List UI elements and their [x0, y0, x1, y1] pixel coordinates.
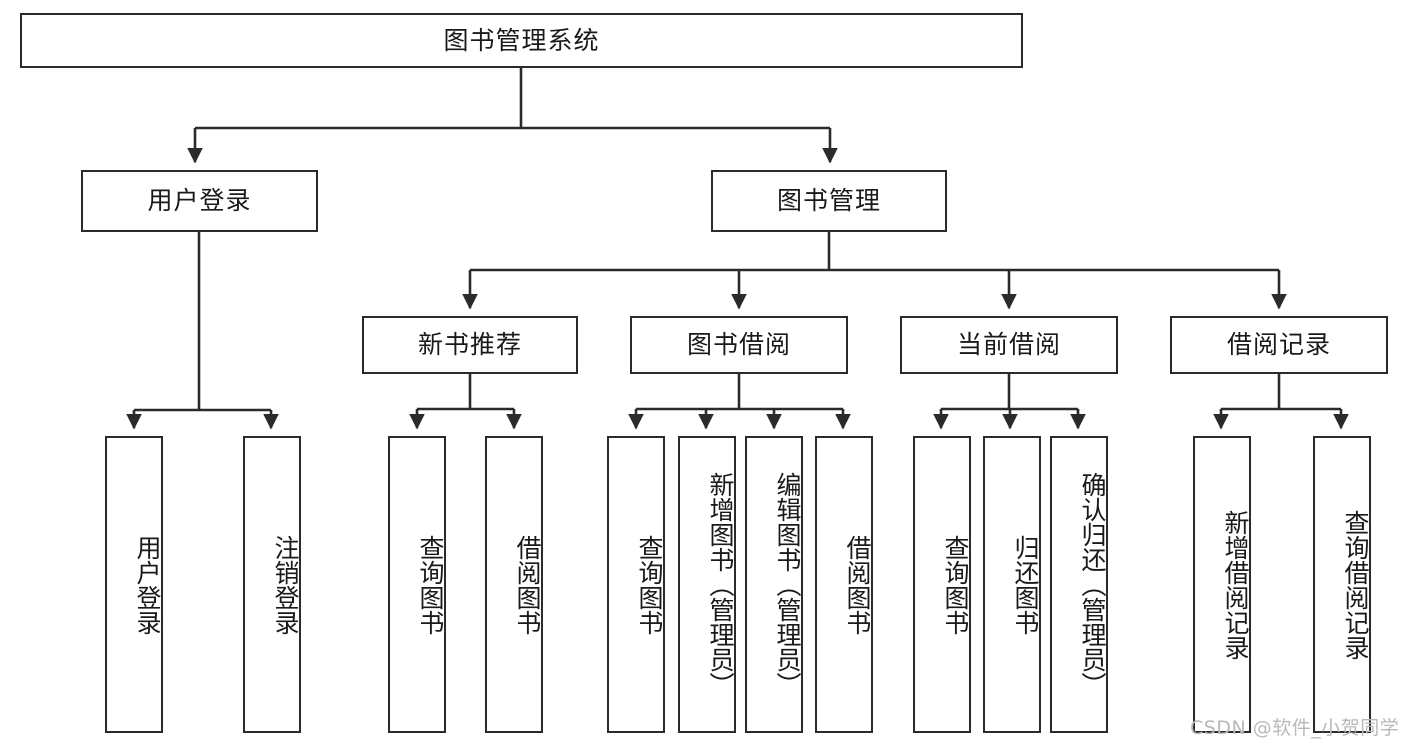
node-label: 借阅图书 [513, 534, 542, 635]
node-book-management[interactable]: 图书管理 [711, 170, 947, 232]
node-label: 用户登录 [133, 534, 162, 635]
node-new-book-recommendation[interactable]: 新书推荐 [362, 316, 578, 374]
node-label: 当前借阅 [956, 330, 1061, 360]
node-label: 查询图书 [416, 534, 445, 635]
node-label: 图书管理 [776, 186, 881, 216]
leaf-current-borrow-return-books[interactable]: 归还图书 [983, 436, 1041, 733]
node-label: 新增借阅记录 [1221, 509, 1250, 660]
node-label: 编辑图书（管理员） [773, 472, 802, 697]
node-label: 借阅图书 [843, 534, 872, 635]
leaf-user-login-logout[interactable]: 注销登录 [243, 436, 301, 733]
leaf-book-borrow-query-books[interactable]: 查询图书 [607, 436, 665, 733]
leaf-book-borrow-add-book-admin[interactable]: 新增图书（管理员） [678, 436, 736, 733]
node-label: 查询图书 [635, 534, 664, 635]
node-label: 归还图书 [1011, 534, 1040, 635]
node-label: 图书管理系统 [443, 25, 600, 55]
leaf-current-borrow-confirm-return-admin[interactable]: 确认归还（管理员） [1050, 436, 1108, 733]
node-label: 新书推荐 [417, 330, 522, 360]
leaf-borrow-record-add-record[interactable]: 新增借阅记录 [1193, 436, 1251, 733]
node-label: 确认归还（管理员） [1078, 472, 1107, 697]
node-user-login[interactable]: 用户登录 [81, 170, 318, 232]
node-label: 新增图书（管理员） [706, 472, 735, 697]
leaf-user-login-login[interactable]: 用户登录 [105, 436, 163, 733]
node-book-borrowing[interactable]: 图书借阅 [630, 316, 848, 374]
leaf-current-borrow-query-books[interactable]: 查询图书 [913, 436, 971, 733]
node-label: 查询借阅记录 [1341, 509, 1370, 660]
node-borrowing-record[interactable]: 借阅记录 [1170, 316, 1388, 374]
node-label: 借阅记录 [1226, 330, 1331, 360]
node-current-borrowing[interactable]: 当前借阅 [900, 316, 1118, 374]
node-label: 图书借阅 [686, 330, 791, 360]
leaf-book-borrow-borrow-books[interactable]: 借阅图书 [815, 436, 873, 733]
node-label: 用户登录 [147, 186, 252, 216]
node-label: 查询图书 [941, 534, 970, 635]
node-label: 注销登录 [271, 534, 300, 635]
leaf-new-book-borrow-books[interactable]: 借阅图书 [485, 436, 543, 733]
leaf-borrow-record-query-record[interactable]: 查询借阅记录 [1313, 436, 1371, 733]
node-root-book-management-system[interactable]: 图书管理系统 [20, 13, 1023, 68]
leaf-new-book-query-books[interactable]: 查询图书 [388, 436, 446, 733]
leaf-book-borrow-edit-book-admin[interactable]: 编辑图书（管理员） [745, 436, 803, 733]
